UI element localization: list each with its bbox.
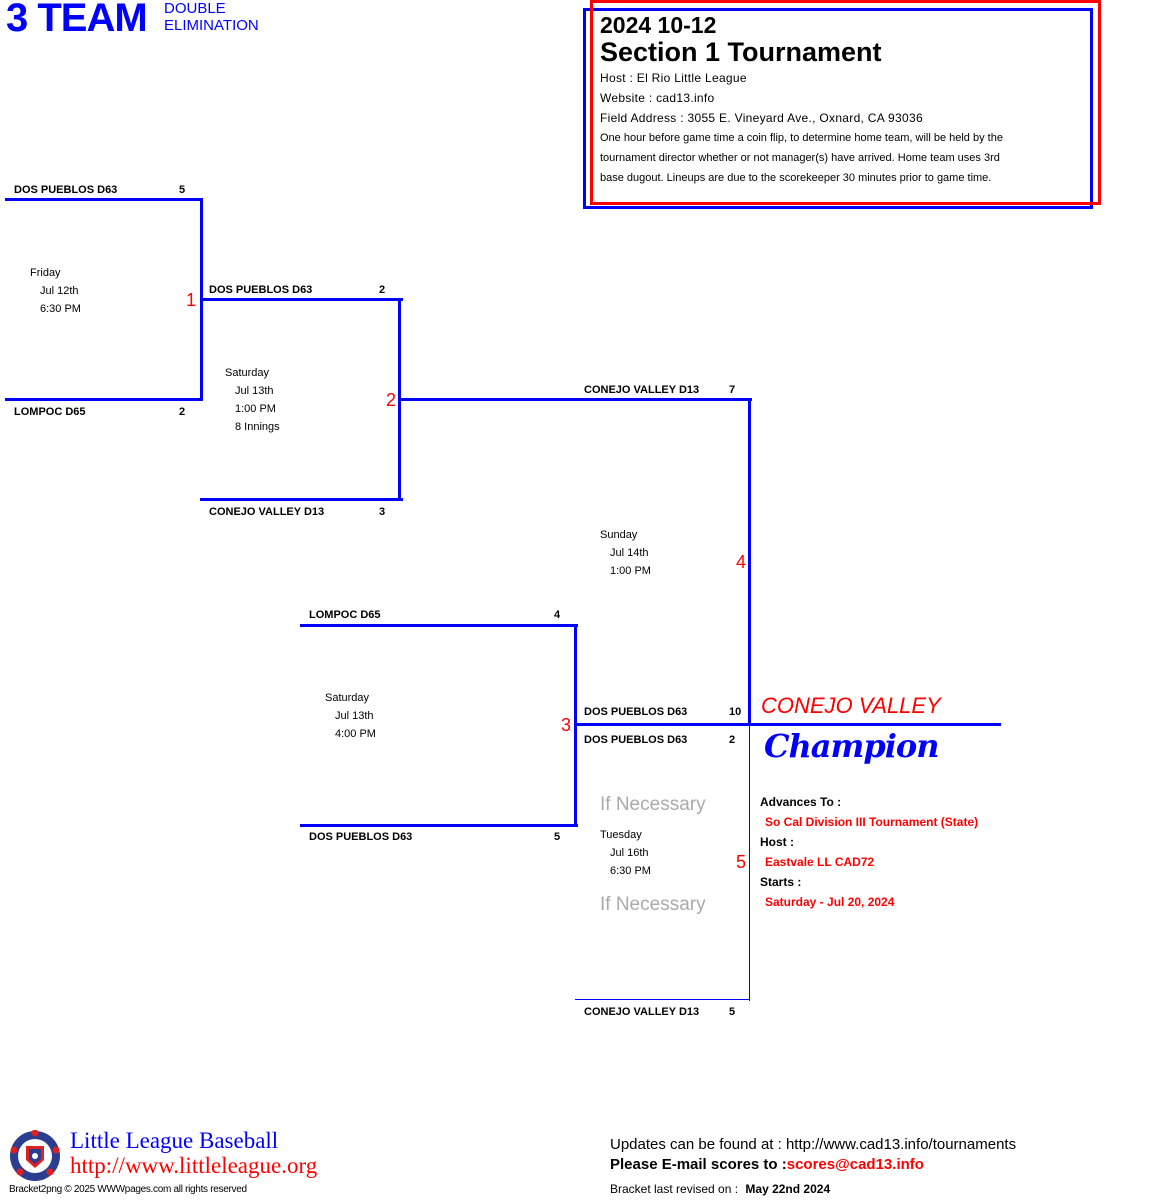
game-day: Sunday bbox=[600, 529, 638, 541]
game-date: Jul 13th bbox=[235, 385, 274, 397]
rules-note-2: tournament director whether or not manag… bbox=[600, 152, 1000, 164]
team-slot: DOS PUEBLOS D63 bbox=[584, 706, 688, 718]
team-slot: DOS PUEBLOS D63 bbox=[309, 831, 413, 843]
email-line: Please E-mail scores to :scores@cad13.in… bbox=[610, 1155, 1016, 1175]
email-link[interactable]: scores@cad13.info bbox=[786, 1156, 924, 1173]
team-slot: CONEJO VALLEY D13 bbox=[584, 1006, 700, 1018]
starts-label: Starts : bbox=[760, 875, 802, 889]
team-score: 2 bbox=[379, 284, 386, 296]
team-score: 2 bbox=[729, 734, 736, 746]
team-slot: LOMPOC D65 bbox=[309, 609, 381, 621]
org-url-link[interactable]: http://www.littleleague.org bbox=[70, 1153, 318, 1178]
tournament-info: 2024 10-12 Section 1 Tournament Host : E… bbox=[600, 12, 1080, 188]
bracket-header: 3 TEAM bbox=[6, 0, 148, 41]
game-number: 1 bbox=[186, 290, 197, 310]
game-number: 5 bbox=[736, 852, 747, 872]
game-time: 1:00 PM bbox=[235, 403, 276, 415]
game-time: 6:30 PM bbox=[40, 303, 81, 315]
team-slot: DOS PUEBLOS D63 bbox=[14, 184, 118, 196]
team-slot: CONEJO VALLEY D13 bbox=[584, 384, 700, 396]
champion-team: CONEJO VALLEY bbox=[761, 693, 941, 718]
game-date: Jul 12th bbox=[40, 285, 79, 297]
tournament-title: Section 1 Tournament bbox=[600, 37, 882, 67]
bracket-line bbox=[398, 398, 752, 401]
revised-date: May 22nd 2024 bbox=[745, 1182, 831, 1196]
email-label: Please E-mail scores to : bbox=[610, 1156, 787, 1173]
bracket-line bbox=[575, 999, 750, 1000]
if-necessary-label: If Necessary bbox=[600, 794, 706, 815]
next-host-label: Host : bbox=[760, 835, 794, 849]
year-division: 2024 10-12 bbox=[600, 12, 717, 38]
advancement-info: Advances To : So Cal Division III Tourna… bbox=[760, 792, 978, 912]
game-schedule: Saturday Jul 13th 1:00 PM 8 Innings bbox=[225, 364, 280, 436]
team-slot: CONEJO VALLEY D13 bbox=[209, 506, 325, 518]
game-date: Jul 16th bbox=[610, 847, 649, 859]
starts-value: Saturday - Jul 20, 2024 bbox=[765, 895, 895, 909]
game-number: 4 bbox=[736, 552, 747, 572]
game-schedule: Saturday Jul 13th 4:00 PM bbox=[325, 689, 376, 743]
info-box-border-blue bbox=[583, 8, 1093, 209]
revised-line: Bracket last revised on : May 22nd 2024 bbox=[610, 1179, 1016, 1199]
bracket-line bbox=[749, 726, 750, 1001]
if-necessary-label: If Necessary bbox=[600, 894, 706, 915]
format-line-2: ELIMINATION bbox=[164, 17, 259, 34]
footer-updates: Updates can be found at : http://www.cad… bbox=[610, 1135, 1016, 1199]
advances-value: So Cal Division III Tournament (State) bbox=[765, 815, 979, 829]
game-time: 1:00 PM bbox=[610, 565, 651, 577]
bracket-line bbox=[200, 298, 403, 301]
next-host-value: Eastvale LL CAD72 bbox=[765, 855, 875, 869]
rules-note-3: base dugout. Lineups are due to the scor… bbox=[600, 172, 992, 184]
game-day: Friday bbox=[30, 267, 61, 279]
game-schedule: Sunday Jul 14th 1:00 PM bbox=[600, 526, 651, 580]
rules-note-1: One hour before game time a coin flip, t… bbox=[600, 132, 1003, 144]
game-day: Tuesday bbox=[600, 829, 642, 841]
game-number: 3 bbox=[561, 715, 572, 735]
game-number: 2 bbox=[386, 390, 397, 410]
game-note: 8 Innings bbox=[235, 421, 280, 433]
championship-line bbox=[574, 723, 1001, 726]
copyright: Bracket2png © 2025 WWWpages.com all righ… bbox=[9, 1184, 247, 1195]
game-day: Saturday bbox=[325, 692, 370, 704]
game-schedule: Friday Jul 12th 6:30 PM bbox=[30, 264, 81, 318]
game-date: Jul 13th bbox=[335, 710, 374, 722]
bracket-line bbox=[5, 398, 203, 401]
bracket-line bbox=[300, 824, 578, 827]
game-schedule: Tuesday Jul 16th 6:30 PM bbox=[600, 826, 651, 880]
team-score: 5 bbox=[554, 831, 561, 843]
team-count-title: 3 TEAM bbox=[6, 0, 148, 40]
game-date: Jul 14th bbox=[610, 547, 649, 559]
updates-text[interactable]: Updates can be found at : http://www.cad… bbox=[610, 1136, 1017, 1153]
league-branding: Little League Baseball http://www.little… bbox=[70, 1128, 317, 1178]
revised-label: Bracket last revised on : bbox=[610, 1182, 739, 1196]
info-box-border-red bbox=[590, 0, 1101, 205]
team-score: 4 bbox=[554, 609, 561, 621]
game-time: 4:00 PM bbox=[335, 728, 376, 740]
format-label: DOUBLE ELIMINATION bbox=[164, 0, 259, 34]
team-slot: DOS PUEBLOS D63 bbox=[584, 734, 688, 746]
team-score: 7 bbox=[729, 384, 736, 396]
team-score: 5 bbox=[729, 1006, 736, 1018]
team-score: 3 bbox=[379, 506, 386, 518]
bracket-line bbox=[5, 198, 203, 201]
champion-label: Champion bbox=[764, 727, 939, 765]
team-score: 5 bbox=[179, 184, 186, 196]
bracket-line bbox=[200, 498, 403, 501]
address-line: Field Address : 3055 E. Vineyard Ave., O… bbox=[600, 111, 923, 125]
team-score: 2 bbox=[179, 406, 186, 418]
game-time: 6:30 PM bbox=[610, 865, 651, 877]
team-score: 10 bbox=[729, 706, 742, 718]
org-name: Little League Baseball bbox=[70, 1128, 279, 1153]
format-line-1: DOUBLE bbox=[164, 0, 226, 17]
bracket-line bbox=[748, 398, 751, 726]
team-slot: LOMPOC D65 bbox=[14, 406, 86, 418]
advances-label: Advances To : bbox=[760, 795, 842, 809]
team-slot: DOS PUEBLOS D63 bbox=[209, 284, 313, 296]
bracket-line bbox=[300, 624, 578, 627]
host-line: Host : El Rio Little League bbox=[600, 71, 747, 85]
website-line: Website : cad13.info bbox=[600, 91, 715, 105]
game-day: Saturday bbox=[225, 367, 270, 379]
little-league-logo-icon bbox=[9, 1129, 61, 1182]
